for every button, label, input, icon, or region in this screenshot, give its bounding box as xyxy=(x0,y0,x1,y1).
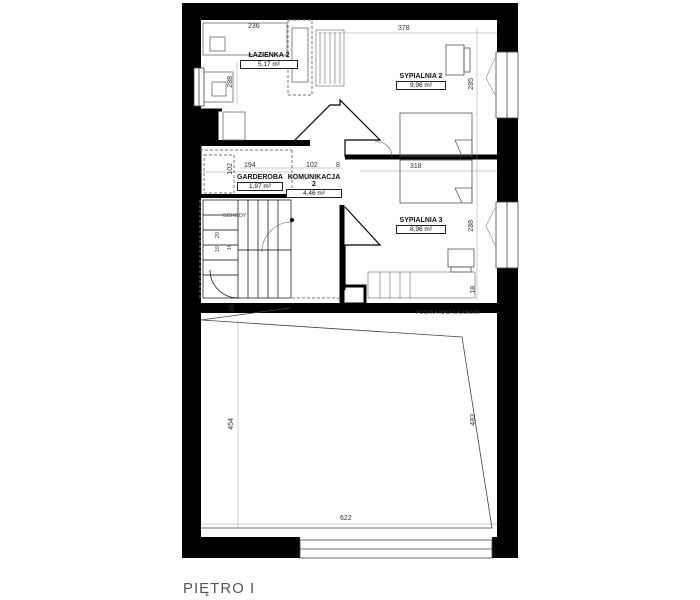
room-name: SYPIALNIA 2 xyxy=(399,73,443,80)
dimension-lines xyxy=(200,28,497,528)
room-area: 9,96 m² xyxy=(396,81,446,90)
void-lines xyxy=(200,307,493,529)
stair-mark-20: 20 xyxy=(215,232,221,239)
stair-mark-16: 16 xyxy=(227,244,233,251)
dim-102a: 102 xyxy=(227,163,234,175)
room-area: 1,97 m² xyxy=(237,182,283,191)
room-area: 4,46 m² xyxy=(286,189,342,198)
dim-622: 622 xyxy=(340,515,352,522)
desks xyxy=(445,44,475,273)
window-swings xyxy=(485,57,496,246)
dim-8: 8 xyxy=(336,162,340,169)
room-name: ŁAZIENKA 2 xyxy=(248,52,290,59)
room-lazienka: ŁAZIENKA 2 5,17 m² xyxy=(240,52,298,69)
dim-454: 454 xyxy=(228,418,235,430)
dashed-partitions xyxy=(199,19,342,299)
room-area: 8,96 m² xyxy=(396,225,446,234)
dim-46: 46 xyxy=(229,304,236,312)
dim-378: 378 xyxy=(398,25,410,32)
room-name: GARDEROBA xyxy=(237,174,283,181)
dim-288b: 288 xyxy=(468,220,475,232)
dim-102b: 102 xyxy=(306,162,318,169)
dim-194: 194 xyxy=(244,162,256,169)
stair-label: SCHODY xyxy=(223,213,247,219)
floor-title: PIĘTRO I xyxy=(183,580,256,597)
room-sypialnia3: SYPIALNIA 3 8,96 m² xyxy=(396,217,446,234)
exterior-walls xyxy=(182,3,518,558)
interior-walls xyxy=(198,108,498,306)
dim-18: 18 xyxy=(470,286,477,294)
stairs xyxy=(202,199,292,299)
dim-285: 285 xyxy=(468,78,475,90)
void-label: PUSTKA NAD SALONEM xyxy=(416,310,480,316)
room-name: SYPIALNIA 3 xyxy=(399,217,443,224)
room-name: KOMUNIKACJA 2 xyxy=(287,174,341,188)
dim-483: 483 xyxy=(470,414,477,426)
beds xyxy=(399,112,473,204)
dim-318: 318 xyxy=(410,163,422,170)
bathroom-fixtures xyxy=(202,22,309,141)
corridor-outline xyxy=(291,98,382,290)
wardrobe-hatch xyxy=(315,29,345,87)
windows xyxy=(193,51,519,559)
room-komunikacja: KOMUNIKACJA 2 4,46 m² xyxy=(286,174,342,198)
room3-wardrobe xyxy=(367,271,476,299)
stair-mark-19: 19 xyxy=(215,246,221,253)
dim-288a: 288 xyxy=(227,76,234,88)
room-garderoba: GARDEROBA 1,97 m² xyxy=(237,174,283,191)
dim-236: 236 xyxy=(248,23,260,30)
room-area: 5,17 m² xyxy=(240,60,298,69)
room-sypialnia2: SYPIALNIA 2 9,96 m² xyxy=(396,73,446,90)
